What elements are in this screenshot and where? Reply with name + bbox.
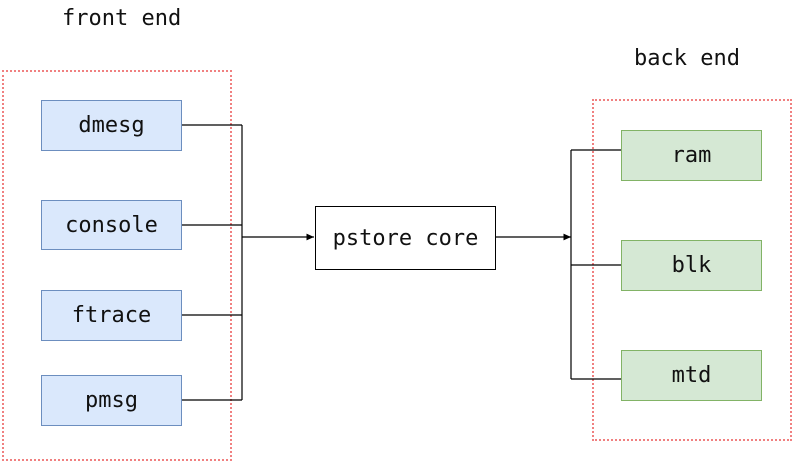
node-ftrace: ftrace — [41, 290, 182, 341]
node-pstore-core: pstore core — [315, 206, 496, 270]
node-console-label: console — [65, 212, 158, 238]
node-dmesg-label: dmesg — [78, 113, 145, 138]
node-pmsg-label: pmsg — [85, 388, 138, 413]
back-end-label: back end — [634, 46, 740, 71]
back-end-group — [592, 99, 792, 441]
node-ram: ram — [621, 130, 762, 181]
node-pmsg: pmsg — [41, 375, 182, 426]
front-end-label: front end — [62, 6, 182, 31]
node-pstore-core-label: pstore core — [332, 225, 479, 251]
node-dmesg: dmesg — [41, 100, 182, 151]
node-console: console — [41, 200, 182, 250]
node-blk-label: blk — [671, 253, 712, 278]
node-ram-label: ram — [671, 143, 712, 168]
node-blk: blk — [621, 240, 762, 291]
front-end-group — [2, 70, 232, 461]
node-mtd-label: mtd — [671, 363, 712, 388]
node-mtd: mtd — [621, 350, 762, 401]
node-ftrace-label: ftrace — [71, 303, 152, 328]
